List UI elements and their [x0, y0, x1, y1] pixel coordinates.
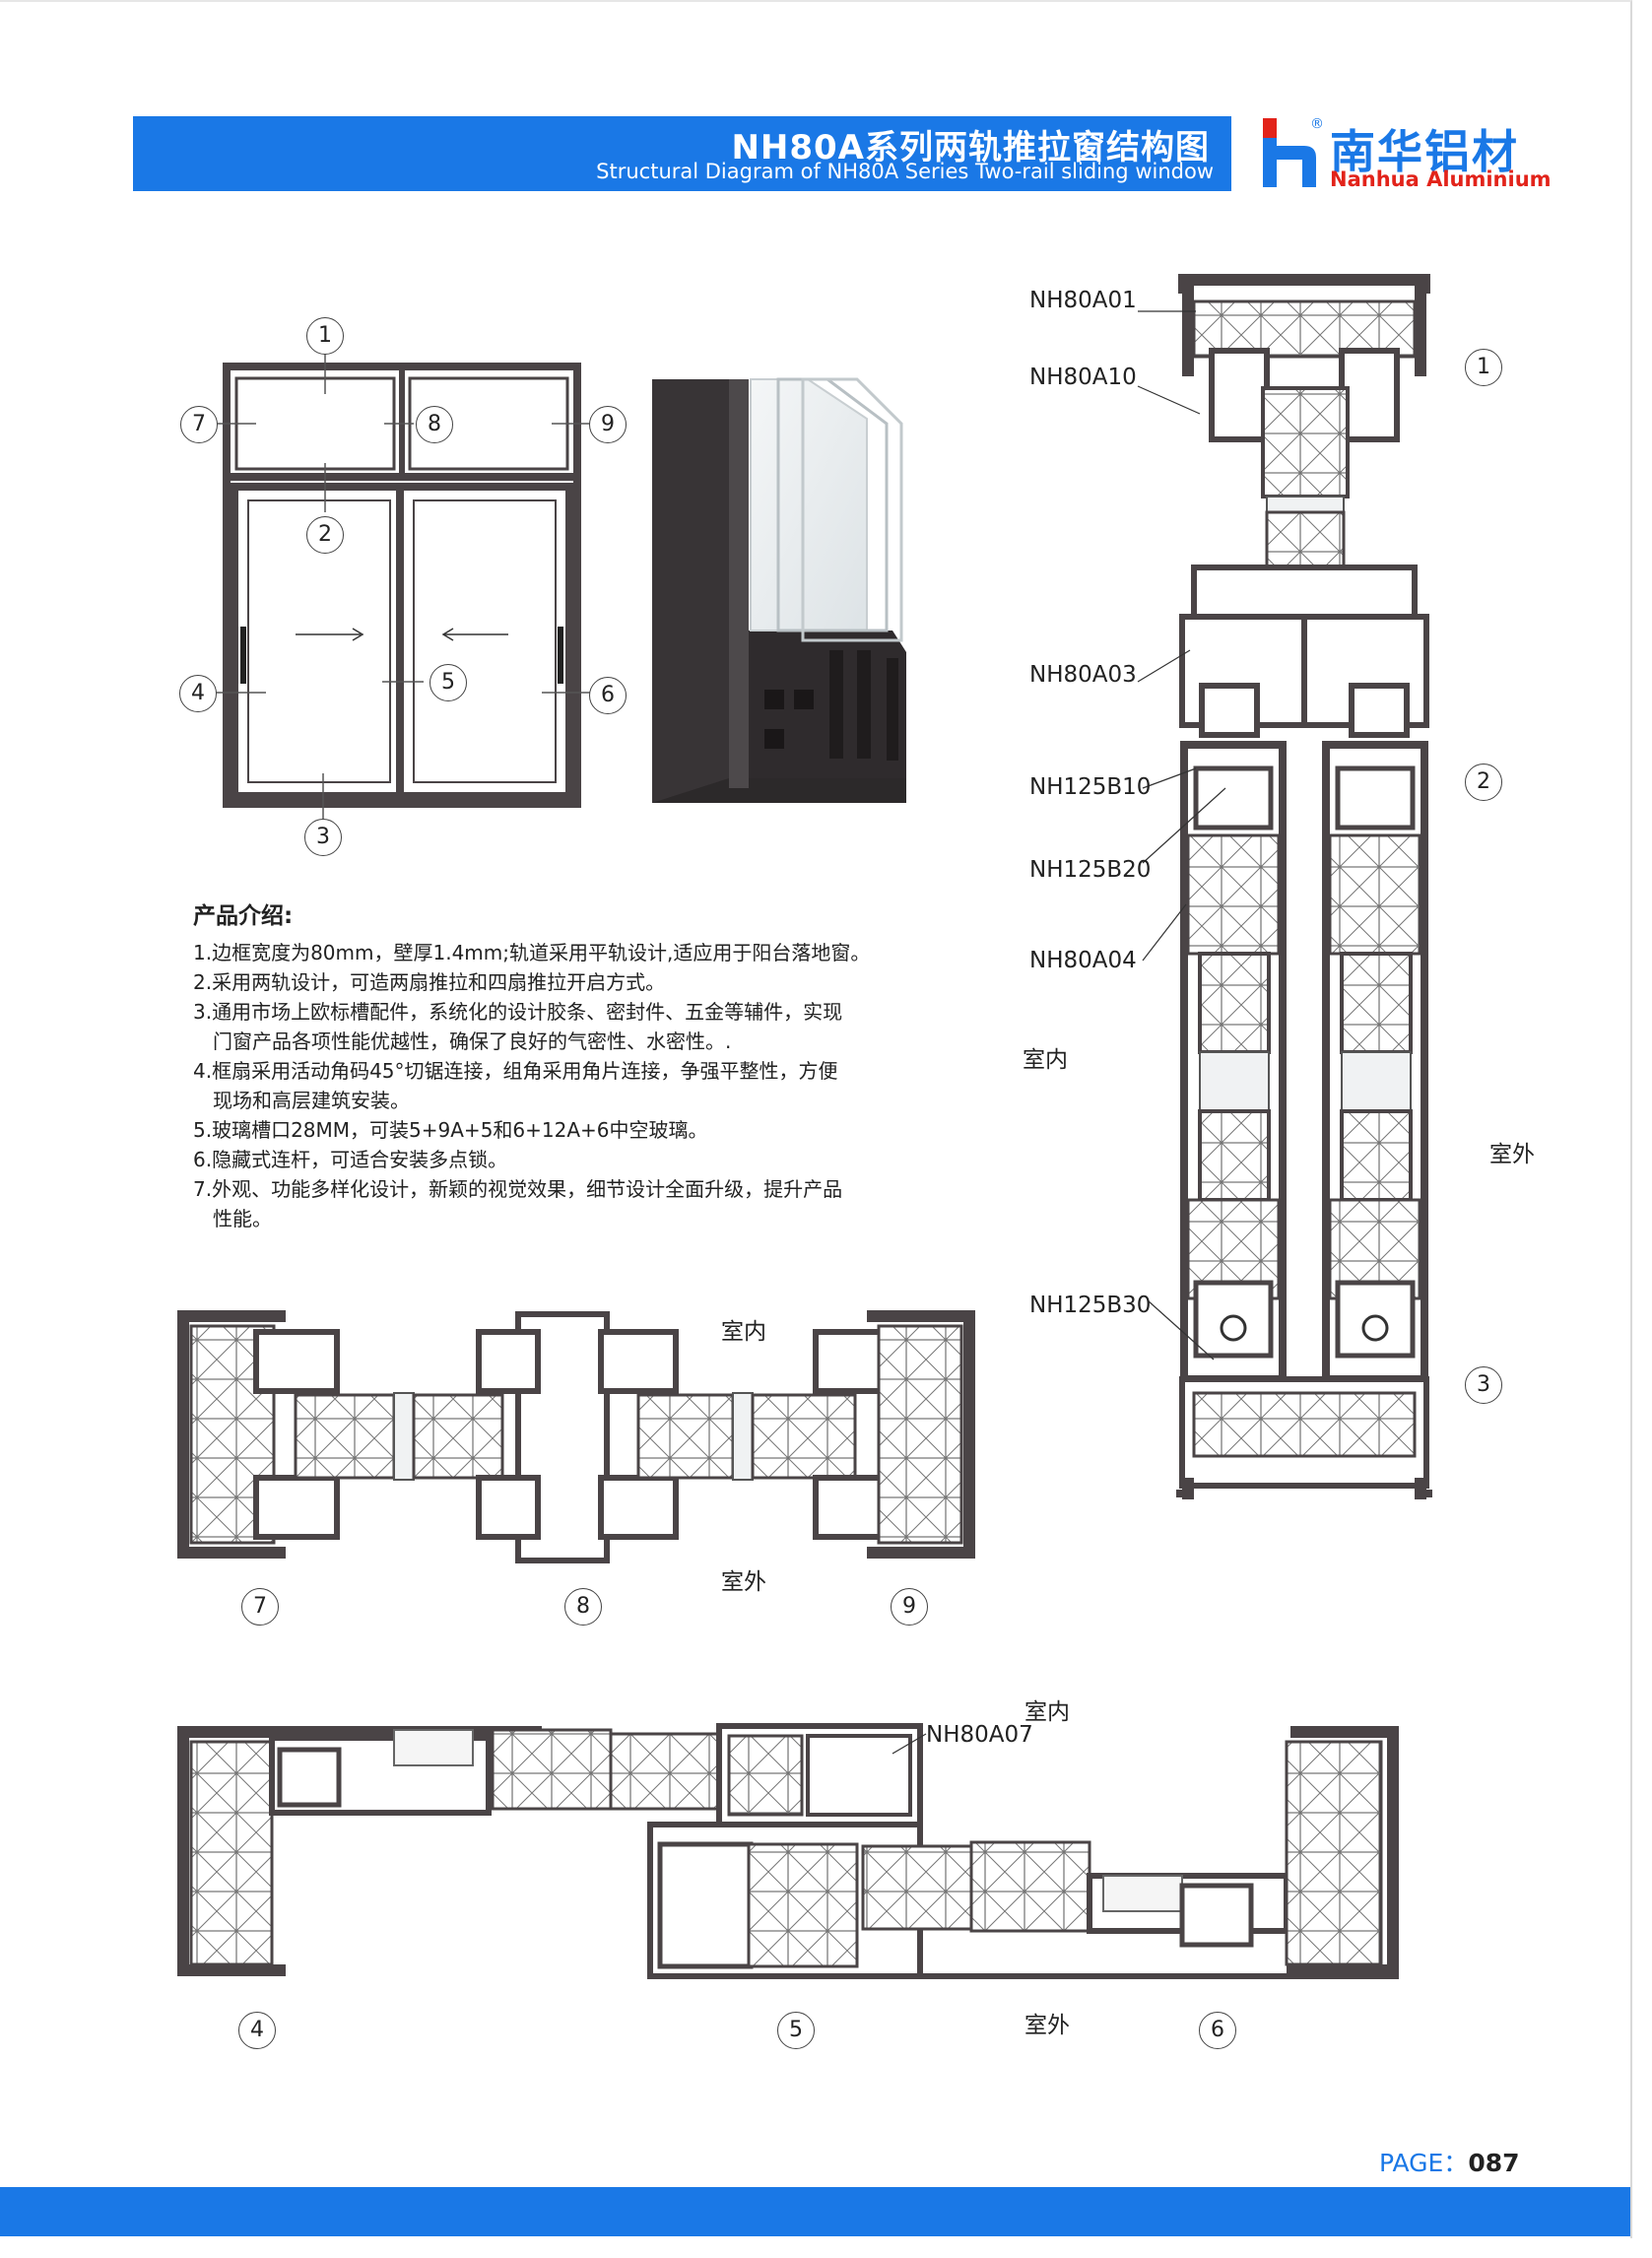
logo-mark-icon	[1263, 118, 1316, 187]
transom-section	[177, 1310, 975, 1563]
intro-line-6: 6.隐藏式连杆，可适合安装多点锁。	[193, 1148, 508, 1171]
transom-indoor-label: 室内	[721, 1319, 766, 1345]
sash-indoor-label: 室内	[1024, 1699, 1070, 1725]
transom-outdoor-label: 室外	[721, 1569, 766, 1595]
vertical-callout-3: 3	[1465, 1366, 1502, 1404]
sash-callout-6: 6	[1199, 2012, 1236, 2049]
window-callout-3: 3	[304, 819, 342, 856]
part-label-nh125b30: NH125B30	[1029, 1293, 1152, 1318]
window-elevation	[197, 325, 591, 820]
header-band: NH80A系列两轨推拉窗结构图 Structural Diagram of NH…	[133, 116, 1231, 191]
corner-profile-render	[652, 377, 906, 803]
intro-line-7-cont: 性能。	[213, 1207, 272, 1230]
product-intro: 产品介绍: 1.边框宽度为80mm，壁厚1.4mm;轨道采用平轨设计,适应用于阳…	[193, 897, 942, 1233]
window-callout-5: 5	[430, 664, 467, 701]
window-callout-8: 8	[416, 406, 453, 443]
footer-band	[0, 2187, 1630, 2236]
vertical-callout-2: 2	[1465, 764, 1502, 801]
intro-line-1: 1.边框宽度为80mm，壁厚1.4mm;轨道采用平轨设计,适应用于阳台落地窗。	[193, 941, 871, 964]
logo-name-en: Nanhua Aluminium	[1330, 167, 1552, 191]
page-number-value: 087	[1468, 2149, 1520, 2177]
vertical-indoor-label: 室内	[1023, 1047, 1068, 1073]
part-label-nh80a07: NH80A07	[926, 1722, 1033, 1748]
page-title: NH80A系列两轨推拉窗结构图	[731, 128, 1210, 167]
logo-name-cn: 南华铝材	[1330, 125, 1519, 178]
part-label-nh125b10: NH125B10	[1029, 774, 1152, 800]
transom-callout-9: 9	[891, 1588, 928, 1626]
page-subtitle: Structural Diagram of NH80A Series Two-r…	[596, 160, 1214, 183]
window-callout-9: 9	[589, 406, 627, 443]
part-label-nh80a01: NH80A01	[1029, 288, 1137, 313]
intro-line-7: 7.外观、功能多样化设计，新颖的视觉效果，细节设计全面升级，提升产品	[193, 1177, 843, 1201]
part-label-nh80a03: NH80A03	[1029, 662, 1137, 688]
vertical-outdoor-label: 室外	[1489, 1142, 1535, 1167]
intro-line-4-cont: 现场和高层建筑安装。	[213, 1089, 410, 1112]
part-label-nh80a04: NH80A04	[1029, 948, 1137, 973]
intro-line-3: 3.通用市场上欧标槽配件，系统化的设计胶条、密封件、五金等辅件，实现	[193, 1000, 843, 1024]
window-callout-7: 7	[180, 406, 218, 443]
part-label-nh80a10: NH80A10	[1029, 365, 1137, 390]
sash-outdoor-label: 室外	[1024, 2013, 1070, 2038]
intro-line-3-cont: 门窗产品各项性能优越性，确保了良好的气密性、水密性。.	[213, 1029, 732, 1053]
transom-callout-8: 8	[564, 1588, 602, 1626]
intro-line-5: 5.玻璃槽口28MM，可装5+9A+5和6+12A+6中空玻璃。	[193, 1118, 708, 1142]
page-number: PAGE：087	[1379, 2144, 1520, 2179]
page-border	[0, 0, 1632, 2238]
intro-line-4: 4.框扇采用活动角码45°切锯连接，组角采用角片连接，争强平整性，方便	[193, 1059, 838, 1083]
vertical-section	[1137, 274, 1432, 1499]
company-logo: ® 南华铝材 Nanhua Aluminium	[1261, 116, 1556, 191]
vertical-callout-1: 1	[1465, 349, 1502, 386]
page-number-label: PAGE：	[1379, 2149, 1469, 2177]
sash-section	[177, 1723, 1399, 1979]
window-callout-4: 4	[179, 675, 217, 712]
sash-callout-5: 5	[777, 2012, 815, 2049]
part-label-nh125b20: NH125B20	[1029, 857, 1152, 883]
intro-line-2: 2.采用两轨设计，可造两扇推拉和四扇推拉开启方式。	[193, 970, 666, 994]
window-callout-6: 6	[589, 677, 627, 714]
registered-mark: ®	[1310, 116, 1324, 132]
window-callout-2: 2	[306, 516, 344, 554]
window-callout-1: 1	[306, 317, 344, 355]
transom-callout-7: 7	[241, 1588, 279, 1626]
intro-heading: 产品介绍:	[193, 903, 294, 929]
sash-callout-4: 4	[238, 2012, 276, 2049]
